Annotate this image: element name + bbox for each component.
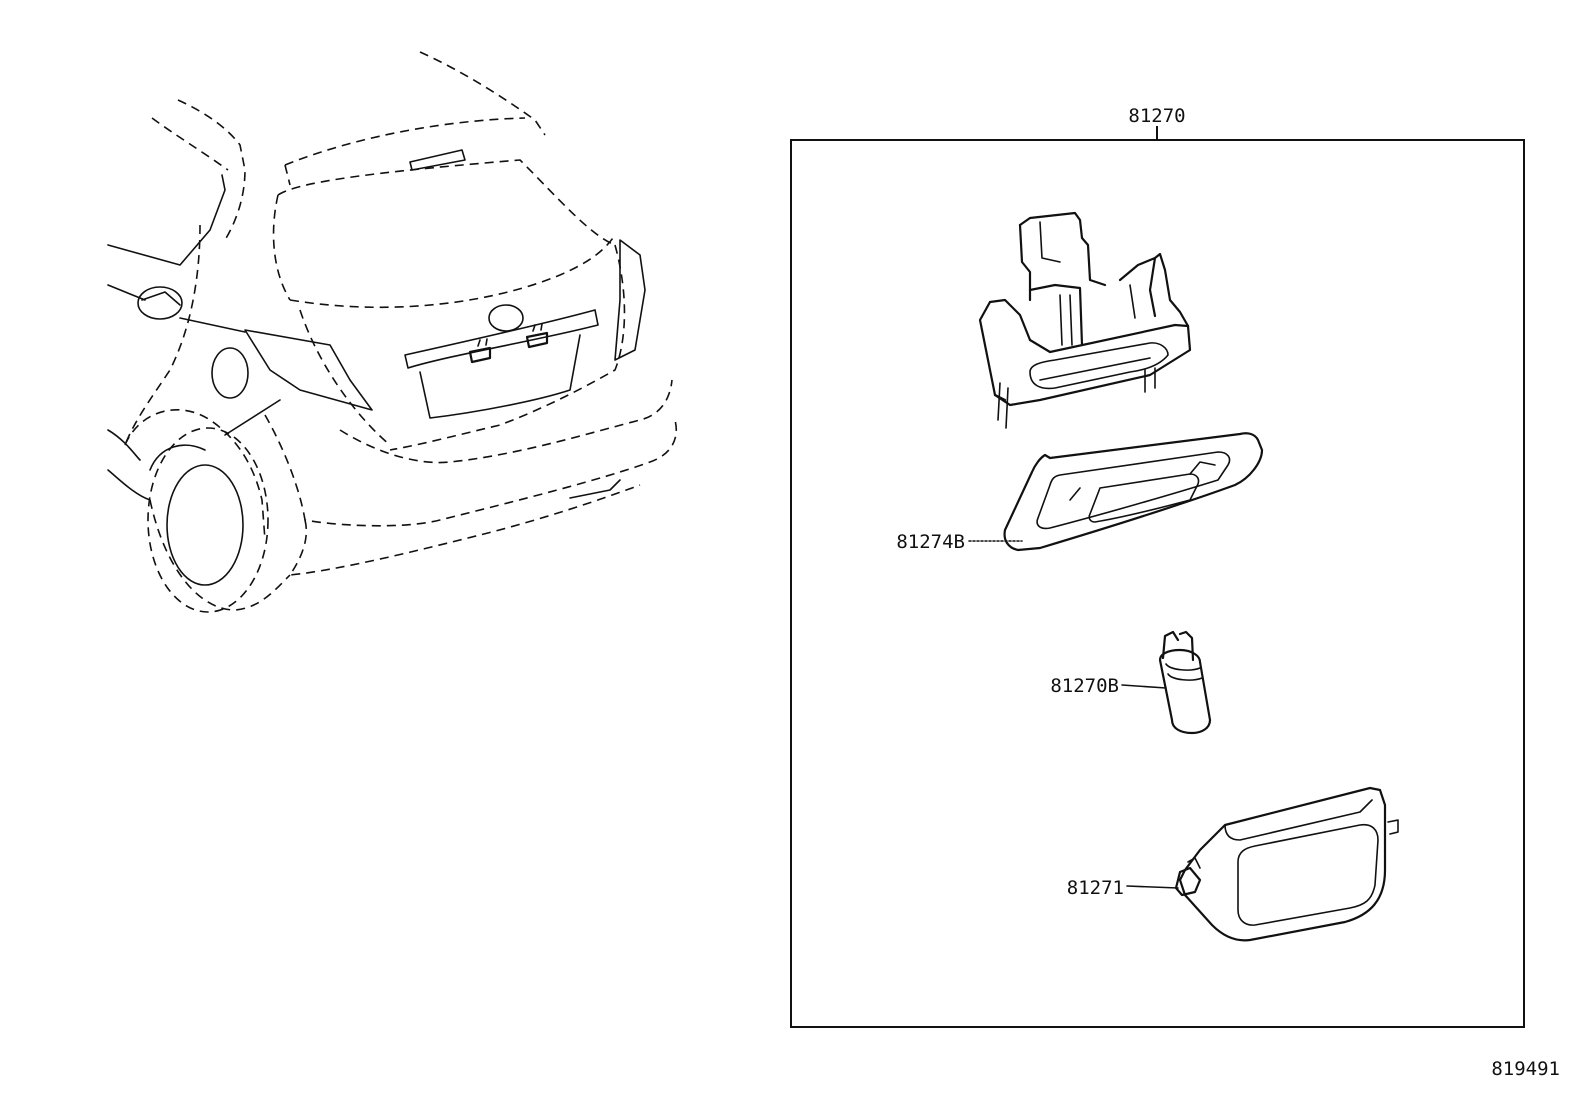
bulb-drawing (1158, 630, 1212, 735)
assembly-group: 81270 81274B (790, 105, 1525, 1028)
illustration-number: 819491 (1491, 1058, 1560, 1080)
lens-leader-line (1126, 885, 1179, 889)
vehicle-rear-illustration (107, 51, 677, 613)
lamp-housing-drawing (978, 211, 1192, 429)
assembly-box (790, 139, 1525, 1028)
gasket-drawing (1003, 432, 1264, 552)
bulb-leader-line (1121, 684, 1167, 689)
lens-part-number: 81271 (1067, 877, 1124, 899)
lens-drawing (1174, 786, 1399, 942)
bulb-part-number: 81270B (1050, 675, 1119, 697)
assembly-part-number: 81270 (1128, 105, 1185, 127)
gasket-part-number: 81274B (896, 531, 965, 553)
